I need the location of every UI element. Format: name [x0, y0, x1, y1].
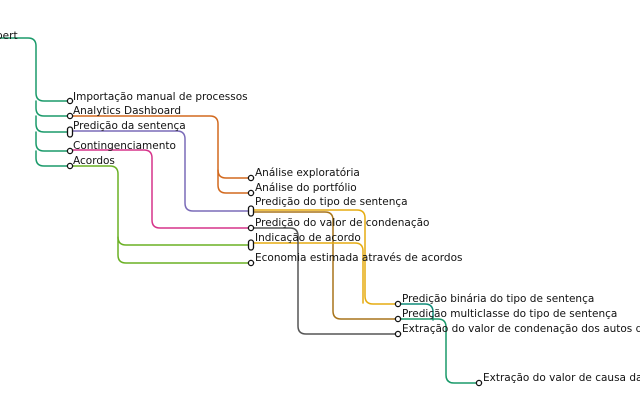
line-predicao-tipo	[69, 130, 252, 212]
node-predicao-tipo-label: Predição do tipo de sentença	[255, 196, 408, 208]
station-predicao-sentenca	[66, 126, 74, 138]
line-root-importacao	[0, 37, 71, 102]
station-extracao-peticao	[475, 379, 483, 387]
node-analytics-label: Analytics Dashboard	[73, 105, 181, 117]
station-analise-portfolio	[247, 189, 255, 197]
station-predicao-valor	[247, 224, 255, 232]
node-binaria-label: Predição binária do tipo de sentença	[402, 293, 594, 305]
node-analise-exploratoria-label: Análise exploratória	[255, 167, 360, 179]
line-analytics-portfolio	[217, 169, 252, 194]
line-valor-autos	[250, 227, 399, 335]
station-binaria	[394, 300, 402, 308]
line-root-predicao	[35, 115, 71, 133]
station-predicao-tipo	[247, 205, 255, 217]
node-acordos-label: Acordos	[73, 155, 115, 167]
node-predicao-sentenca-label: Predição da sentença	[73, 120, 186, 132]
line-multiclasse-peticao	[397, 318, 480, 384]
node-contingenciamento-label: Contingenciamento	[73, 140, 176, 152]
station-extracao-autos	[394, 330, 402, 338]
node-importacao-label: Importação manual de processos	[73, 91, 248, 103]
line-contingenciamento-valor	[69, 149, 252, 229]
connector-lines	[0, 37, 480, 384]
line-root-acordos	[35, 150, 71, 167]
node-economia-label: Economia estimada através de acordos	[255, 252, 462, 264]
station-importacao	[66, 97, 74, 105]
station-multiclasse	[394, 315, 402, 323]
line-tipo-multiclasse	[250, 211, 399, 320]
station-contingenciamento	[66, 147, 74, 155]
station-economia	[247, 259, 255, 267]
node-extracao-autos-label: Extração do valor de condenação dos auto…	[402, 323, 640, 335]
station-markers	[66, 97, 483, 387]
node-predicao-valor-label: Predição do valor de condenação	[255, 217, 429, 229]
node-analise-portfolio-label: Análise do portfólio	[255, 182, 357, 194]
station-analytics	[66, 112, 74, 120]
line-binaria-teal	[397, 303, 434, 321]
line-tipo-binaria	[250, 209, 399, 305]
line-indicacao-autos	[250, 242, 364, 304]
node-root-label: bert	[0, 30, 18, 42]
node-labels: bert Importação manual de processos Anal…	[0, 30, 640, 384]
line-acordos-indicacao	[69, 165, 252, 246]
line-acordos-economia	[117, 236, 252, 264]
line-analytics-exploratoria	[69, 115, 252, 179]
node-multiclasse-label: Predição multiclasse do tipo de sentença	[402, 308, 617, 320]
line-root-contingenciamento	[35, 131, 71, 152]
line-root-analytics	[35, 100, 71, 117]
station-analise-exploratoria	[247, 174, 255, 182]
node-extracao-peticao-label: Extração do valor de causa da petição	[483, 372, 640, 384]
station-acordos	[66, 162, 74, 170]
station-indicacao-acordo	[247, 239, 255, 251]
node-indicacao-acordo-label: Indicação de acordo	[255, 232, 361, 244]
